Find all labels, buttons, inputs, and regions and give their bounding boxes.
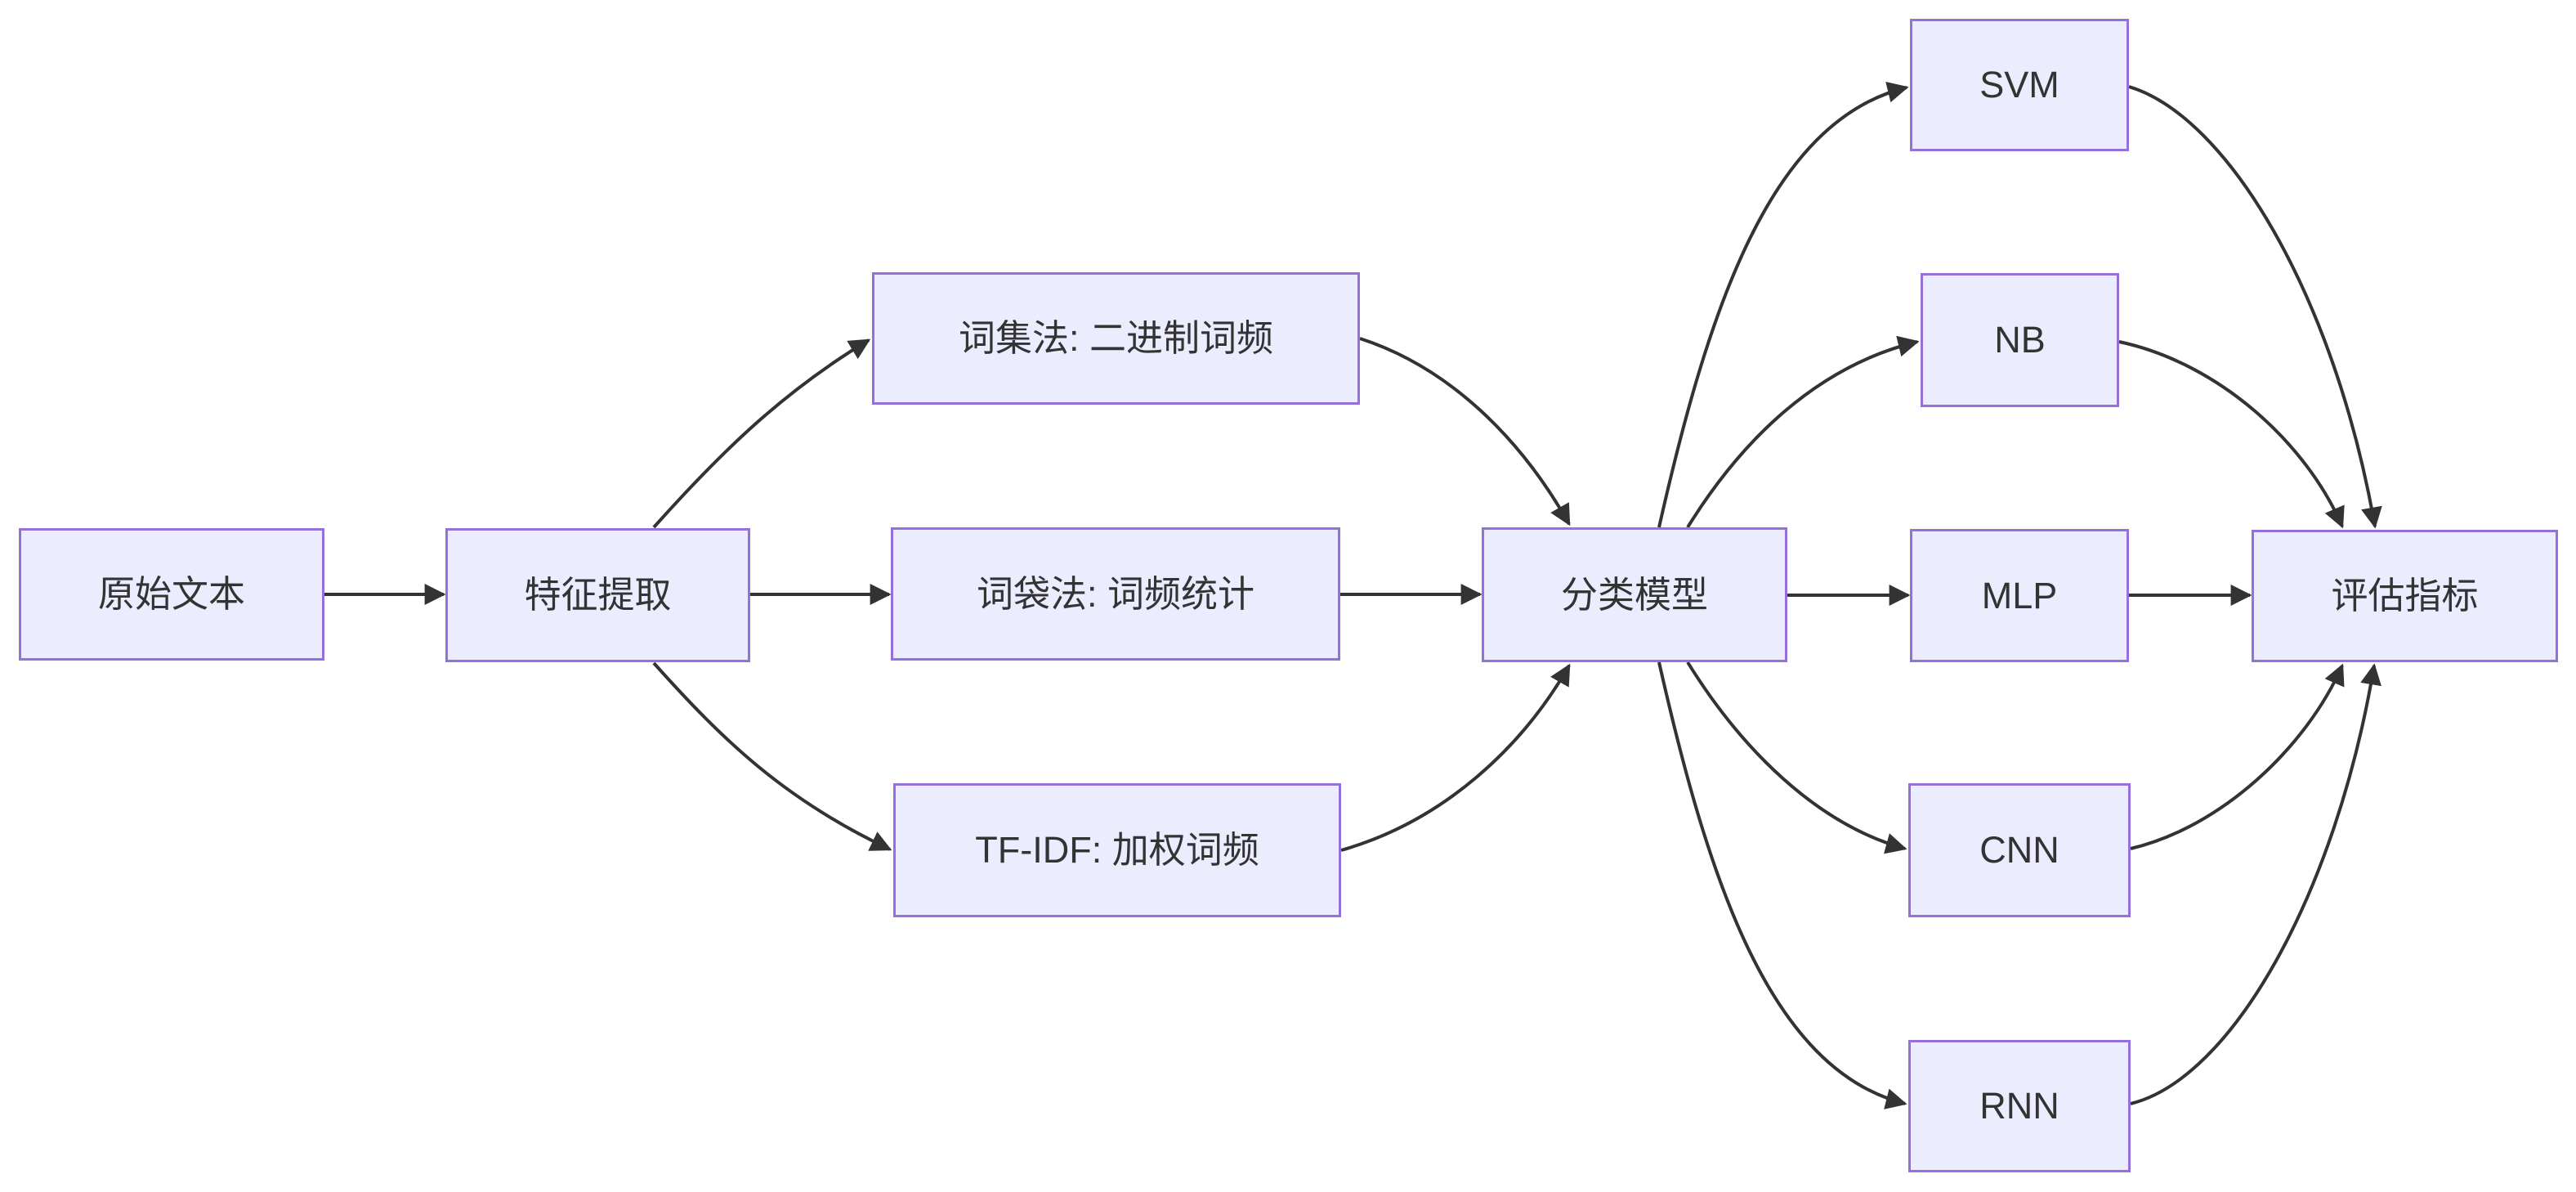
node-label: 原始文本 [97, 573, 245, 615]
node-label: TF-IDF: 加权词频 [975, 829, 1259, 871]
node-mlp: MLP [1910, 529, 2129, 662]
node-cnn: CNN [1908, 783, 2131, 917]
node-label: 词集法: 二进制词频 [958, 317, 1273, 359]
node-label: MLP [1981, 574, 2058, 616]
node-bow: 词袋法: 词频统计 [891, 527, 1340, 661]
node-label: 特征提取 [524, 574, 672, 616]
node-clf: 分类模型 [1482, 527, 1787, 662]
node-svm: SVM [1910, 19, 2129, 151]
node-label: SVM [1979, 64, 2059, 105]
node-feat: 特征提取 [445, 528, 750, 662]
node-label: 评估指标 [2331, 575, 2479, 616]
node-label: NB [1994, 319, 2046, 361]
edge-sow-clf [1359, 337, 1571, 527]
edge-clf-nb [1686, 335, 1920, 529]
node-label: CNN [1979, 829, 2059, 871]
node-label: RNN [1979, 1085, 2059, 1127]
node-sow: 词集法: 二进制词频 [872, 272, 1360, 405]
node-rnn: RNN [1908, 1040, 2131, 1172]
edge-feat-sow [652, 338, 871, 529]
edge-svm-eval [2128, 85, 2382, 529]
edge-clf-rnn [1657, 661, 1907, 1109]
edge-nb-eval [2118, 340, 2345, 529]
edge-clf-cnn [1686, 661, 1907, 854]
node-label: 词袋法: 词频统计 [976, 572, 1254, 615]
edge-cnn-eval [2130, 663, 2345, 850]
edge-feat-tfidf [652, 661, 892, 851]
node-label: 分类模型 [1560, 573, 1708, 616]
node-eval: 评估指标 [2252, 530, 2558, 662]
edge-tfidf-clf [1340, 663, 1571, 852]
edge-clf-svm [1657, 81, 1909, 528]
node-nb: NB [1921, 273, 2119, 407]
edge-rnn-eval [2130, 663, 2381, 1105]
node-raw: 原始文本 [19, 528, 324, 661]
node-tfidf: TF-IDF: 加权词频 [893, 783, 1341, 917]
